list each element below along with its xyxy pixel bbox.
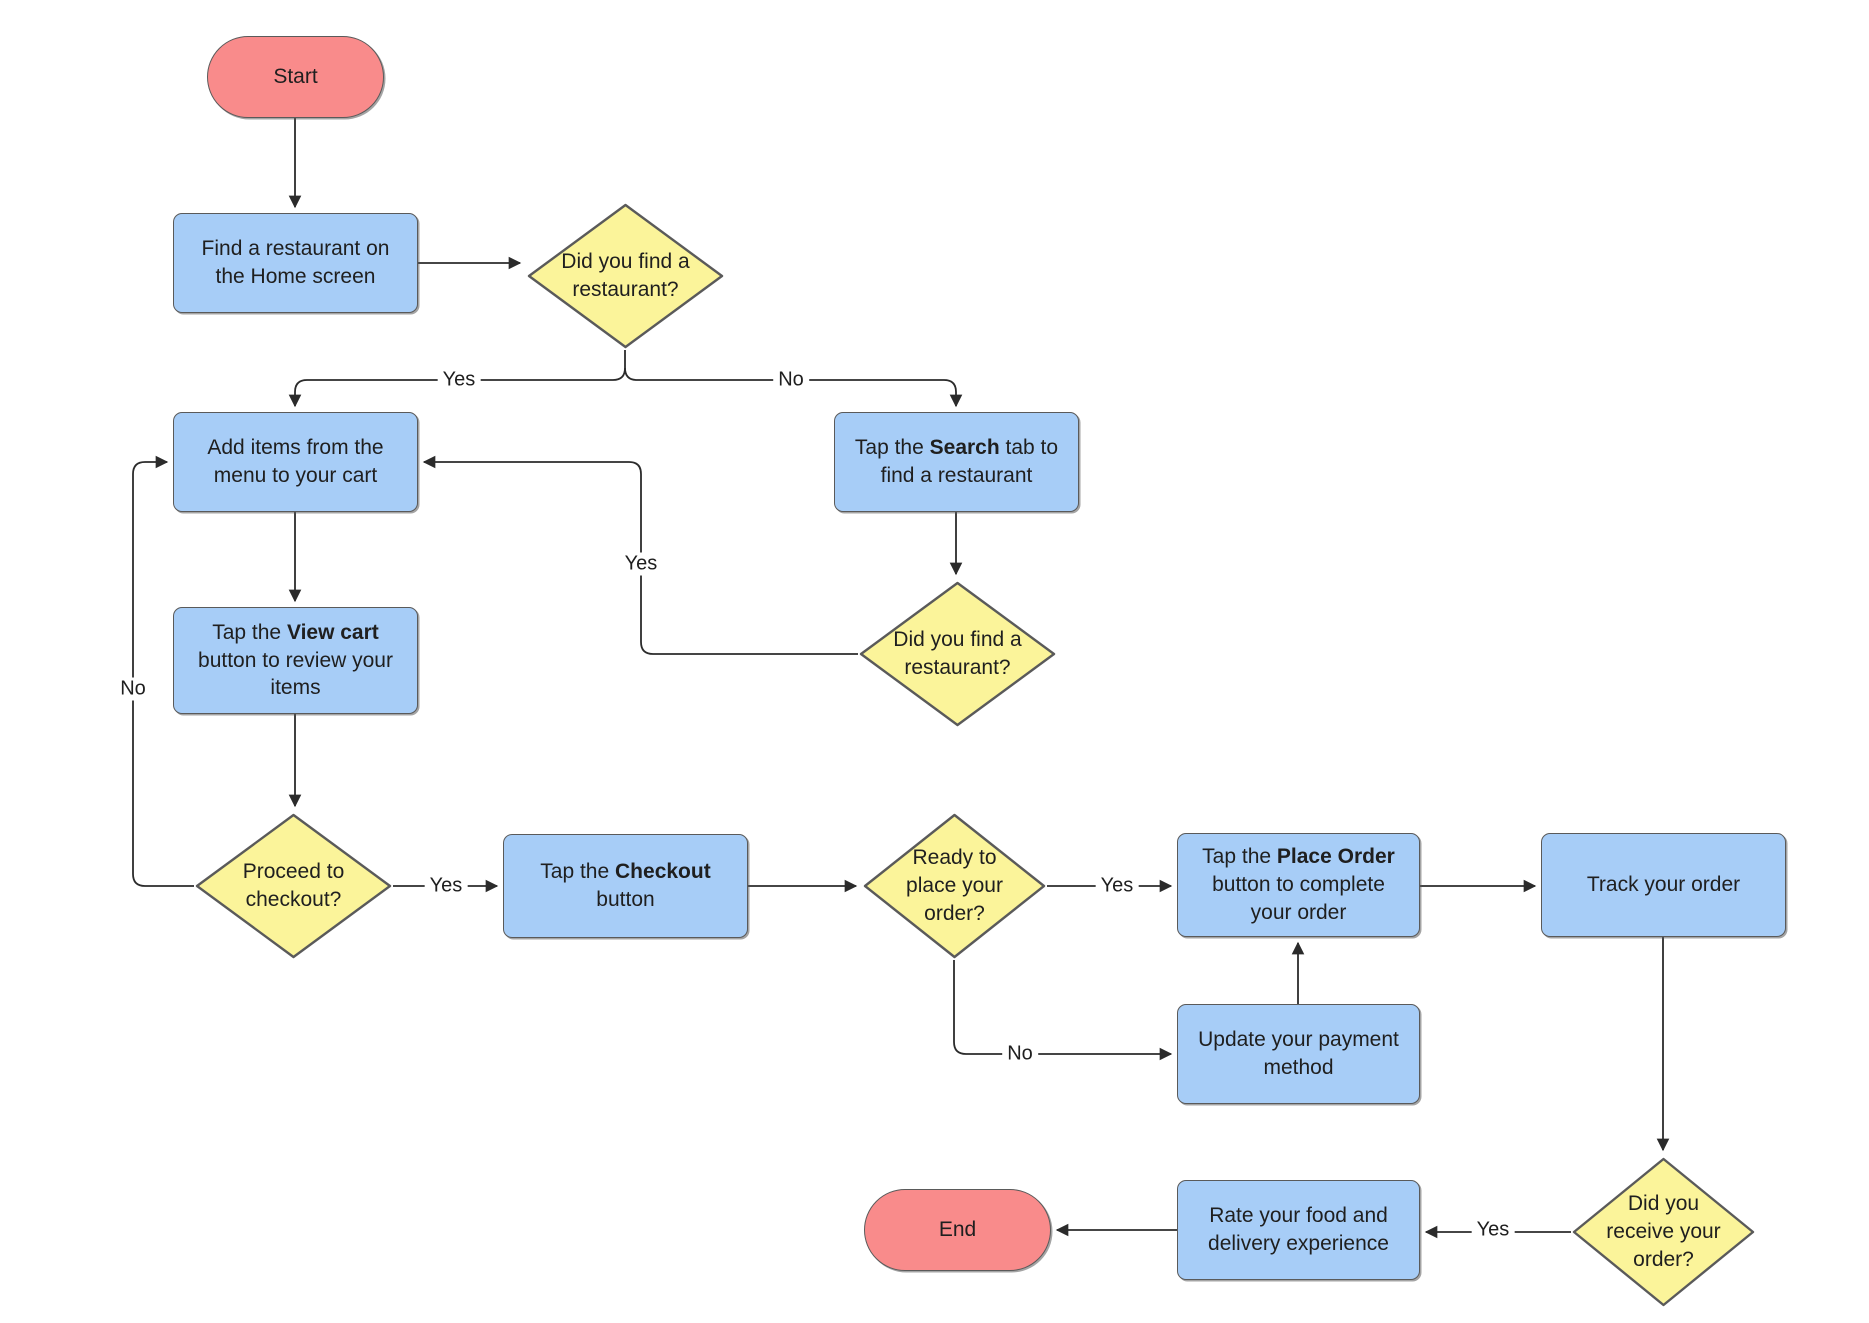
diamond-shape-icon [1572, 1157, 1755, 1307]
edge-label-yes-proceed-checkout: Yes [424, 874, 468, 898]
node-start-label: Start [273, 65, 318, 89]
edge-label-yes-received-order: Yes [1471, 1218, 1515, 1242]
diamond-shape-icon [863, 813, 1046, 959]
edge-label-yes-decision2: Yes [619, 552, 663, 576]
diamond-shape-icon [195, 813, 392, 959]
diamond-shape-icon [527, 203, 724, 349]
node-track-your-order-label: Track your order [1586, 873, 1741, 897]
edge-decision-ready-no-to-updatepay [953, 960, 1173, 1061]
edge-label-no-proceed-checkout: No [115, 677, 151, 701]
diamond-shape-icon [859, 581, 1056, 727]
edge-label-no-decision1: No [773, 368, 809, 392]
node-start[interactable]: Start [207, 36, 384, 118]
edge-label-yes-decision1: Yes [437, 368, 481, 392]
edge-label-no-ready-order: No [1002, 1042, 1038, 1066]
node-track-your-order[interactable]: Track your order [1541, 833, 1786, 937]
node-end[interactable]: End [864, 1189, 1051, 1271]
edge-label-yes-ready-order: Yes [1095, 874, 1139, 898]
node-end-label: End [938, 1218, 977, 1242]
